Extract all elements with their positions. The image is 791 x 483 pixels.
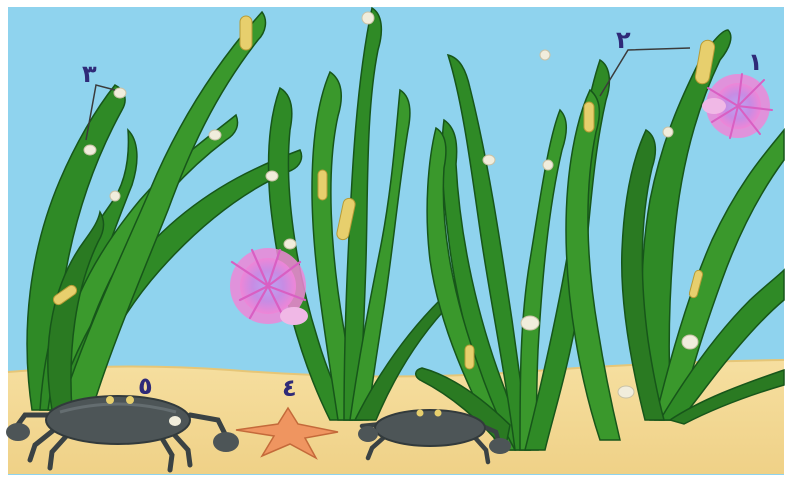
label-4: ٤ — [282, 376, 297, 400]
label-3: ٣ — [82, 62, 97, 86]
label-2: ٢ — [616, 28, 631, 52]
label-1: ١ — [748, 50, 763, 74]
label-5: ٥ — [138, 374, 153, 398]
